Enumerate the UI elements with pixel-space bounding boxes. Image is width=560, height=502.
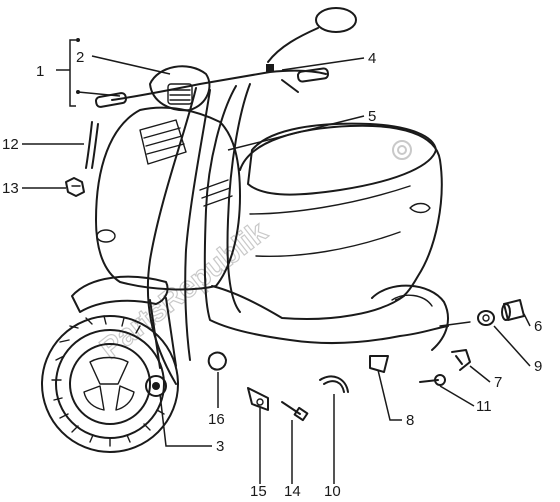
leader-2: [91, 55, 171, 75]
callout-14: 14: [284, 483, 301, 500]
callout-11: 11: [476, 398, 492, 415]
callout-10: 10: [324, 483, 341, 500]
front-rim: [69, 343, 151, 425]
part-cap-6: [501, 299, 525, 321]
right-grip: [296, 67, 330, 83]
callout-7: 7: [494, 374, 502, 391]
leader-7: [469, 365, 491, 383]
callout-13: 13: [2, 180, 19, 197]
front-fender: [71, 275, 169, 313]
bracket-1: [69, 39, 76, 107]
callout-labels: 1 2 3 4 5 6 7 8 9 10 11 12 13 14 15 16: [2, 49, 542, 500]
tire-tread: [51, 315, 165, 447]
callout-16: 16: [208, 411, 225, 428]
callout-8: 8: [406, 412, 414, 429]
brake-lever: [281, 79, 299, 93]
part-clip-13: [65, 177, 85, 197]
leader-4: [281, 57, 365, 71]
seat: [247, 122, 437, 196]
front-tire-outer: [41, 315, 179, 453]
watermark-gear-icon: [392, 140, 412, 160]
floorboard: [211, 285, 405, 321]
rear-wheel: [371, 284, 449, 351]
mirror-stem: [267, 27, 319, 63]
mirror: [315, 7, 357, 33]
rear-brake-cable: [203, 85, 449, 344]
callout-5: 5: [368, 108, 376, 125]
leader-9: [493, 325, 531, 367]
part-adjuster-8: [369, 355, 389, 373]
part-screw-14: [281, 401, 309, 422]
rear-logo: [409, 202, 431, 214]
speedo-drive-hub: [145, 375, 167, 397]
leader-5: [227, 115, 365, 151]
callout-12: 12: [2, 136, 19, 153]
leader-8: [377, 369, 402, 421]
part-pin-11: [419, 374, 446, 386]
part-clamp-10: [319, 375, 349, 393]
part-hose-12: [85, 121, 99, 169]
front-grille: [139, 119, 187, 165]
callout-4: 4: [368, 50, 376, 67]
part-bush-9: [477, 310, 495, 326]
headset: [149, 65, 211, 112]
front-brake-cable: [184, 89, 211, 361]
cable-end-rod: [439, 321, 471, 327]
part-bracket-15: [247, 387, 269, 411]
rim-spokes: [83, 356, 135, 411]
callout-2: 2: [76, 49, 84, 66]
callout-6: 6: [534, 318, 542, 335]
throttle-cable: [226, 83, 251, 313]
part-grommet-16: [207, 351, 227, 371]
speedometer-head: [167, 83, 193, 105]
callout-1: 1: [36, 63, 44, 80]
part-clip-7: [451, 349, 471, 371]
callout-9: 9: [534, 358, 542, 375]
leader-3: [159, 393, 212, 447]
leader-6: [523, 313, 531, 327]
callout-15: 15: [250, 483, 267, 500]
headlight: [96, 229, 116, 243]
speedometer-cable: [146, 87, 197, 385]
handlebar: [111, 69, 327, 101]
side-vents: [199, 179, 233, 207]
scooter-illustration: [41, 7, 471, 453]
callout-3: 3: [216, 438, 224, 455]
leader-11: [439, 385, 475, 407]
leader-lines: [22, 38, 531, 484]
